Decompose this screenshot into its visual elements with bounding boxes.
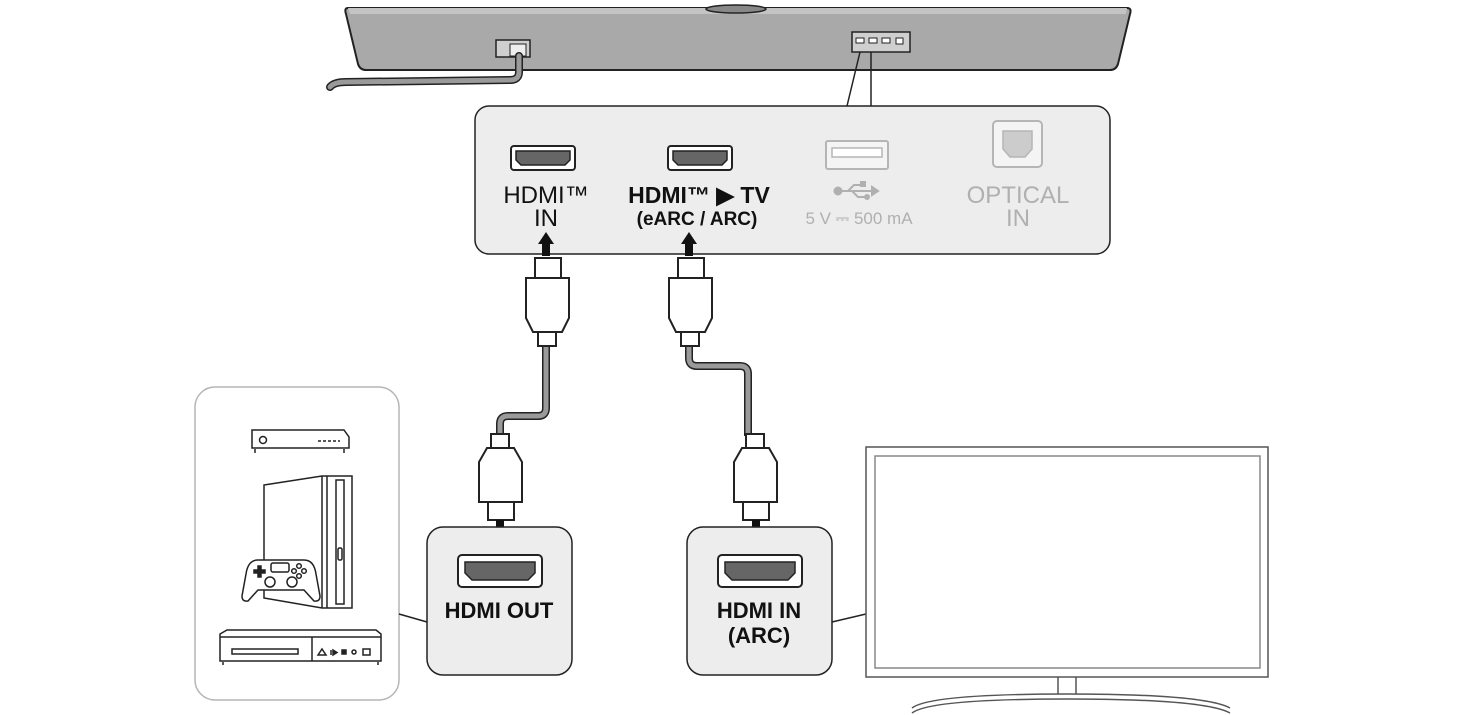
hdmi-cable-source (478, 257, 570, 521)
tv-hdmi-in-box: HDMI IN (ARC) (686, 526, 833, 676)
tv-hdmi-in-label-line1: HDMI IN (717, 598, 801, 623)
gamepad-icon (241, 559, 321, 602)
optical-label-line2: IN (1006, 205, 1030, 232)
tv-icon (865, 446, 1269, 714)
usb-port[interactable] (825, 140, 889, 170)
hdmi-in-label-line2: IN (534, 205, 558, 232)
arrow-up-hdmi-tv (681, 232, 697, 256)
hdmi-cable-tv (668, 257, 778, 521)
callout-line-source (398, 613, 428, 623)
usb-label: 5 V ⎓ 500 mA (805, 209, 913, 228)
tv-hdmi-in-label-line2: (ARC) (728, 623, 790, 648)
optical-label-line1: OPTICAL (967, 182, 1070, 209)
blu-ray-player-icon (219, 629, 382, 665)
hdmi-in-label-line1: HDMI™ (503, 182, 588, 209)
source-devices (194, 386, 400, 701)
hdmi-out-port[interactable] (457, 554, 543, 588)
set-top-box-icon (251, 429, 350, 453)
hdmi-out-label: HDMI OUT (445, 598, 554, 623)
tv-hdmi-in-port[interactable] (717, 554, 803, 588)
hdmi-in-port[interactable] (510, 145, 576, 171)
hdmi-out-box: HDMI OUT (426, 526, 573, 676)
callout-line-left (846, 51, 861, 107)
callout-line-tv (831, 613, 867, 623)
hdmi-tv-port[interactable] (667, 145, 733, 171)
soundbar (326, 4, 1132, 91)
optical-port-icon[interactable] (992, 120, 1043, 168)
arrow-up-hdmi-in (538, 232, 554, 256)
rear-panel: HDMI™ IN HDMI™ ▶ TV (eARC / ARC) 5 V ⎓ 5… (474, 105, 1111, 255)
usb-icon (833, 181, 880, 200)
hdmi-tv-sublabel: (eARC / ARC) (637, 209, 758, 230)
hdmi-tv-label: HDMI™ ▶ TV (628, 182, 770, 208)
